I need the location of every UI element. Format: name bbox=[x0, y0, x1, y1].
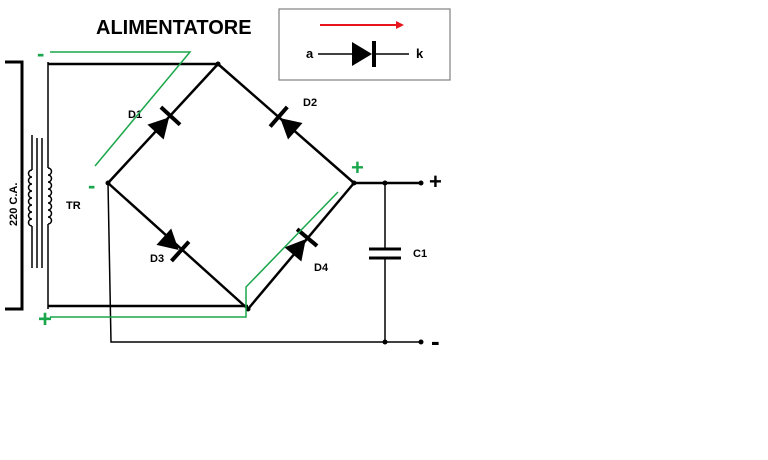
legend-diode-icon bbox=[352, 42, 372, 66]
output-minus-sign: - bbox=[431, 326, 440, 356]
diode-d4-label: D4 bbox=[314, 262, 329, 274]
mains-voltage-label: 220 C.A. bbox=[8, 183, 20, 226]
diode-d3 bbox=[156, 228, 191, 263]
diode-d2-label: D2 bbox=[303, 97, 317, 109]
legend-box bbox=[278, 8, 451, 81]
bridge-left-minus-sign: - bbox=[88, 173, 95, 198]
diode-legend: a k bbox=[278, 8, 451, 81]
output-plus-sign: + bbox=[429, 169, 442, 194]
transformer-primary-coil bbox=[27, 135, 33, 268]
capacitor-c1 bbox=[369, 247, 401, 260]
legend-anode-label: a bbox=[306, 46, 314, 61]
junction-dots bbox=[105, 61, 424, 345]
legend-arrow-head bbox=[396, 21, 404, 29]
circuit-wires bbox=[48, 62, 421, 310]
input-bottom-plus-sign: + bbox=[38, 306, 52, 333]
legend-cathode-label: k bbox=[416, 46, 424, 61]
transformer-secondary-coil bbox=[47, 62, 53, 309]
diode-d3-label: D3 bbox=[150, 253, 164, 265]
diode-d1-label: D1 bbox=[128, 109, 142, 121]
diode-d4 bbox=[284, 227, 319, 262]
capacitor-c1-label: C1 bbox=[413, 248, 427, 260]
output-wires bbox=[107, 182, 421, 343]
diode-d1 bbox=[147, 105, 182, 140]
transformer-primary-wire bbox=[5, 60, 24, 311]
current-path-highlight bbox=[50, 51, 339, 318]
transformer-label: TR bbox=[66, 200, 81, 212]
diode-d2 bbox=[268, 105, 303, 140]
input-top-minus-sign: - bbox=[37, 41, 44, 66]
page-title: ALIMENTATORE bbox=[96, 17, 252, 39]
bridge-right-plus-sign: + bbox=[351, 155, 364, 180]
